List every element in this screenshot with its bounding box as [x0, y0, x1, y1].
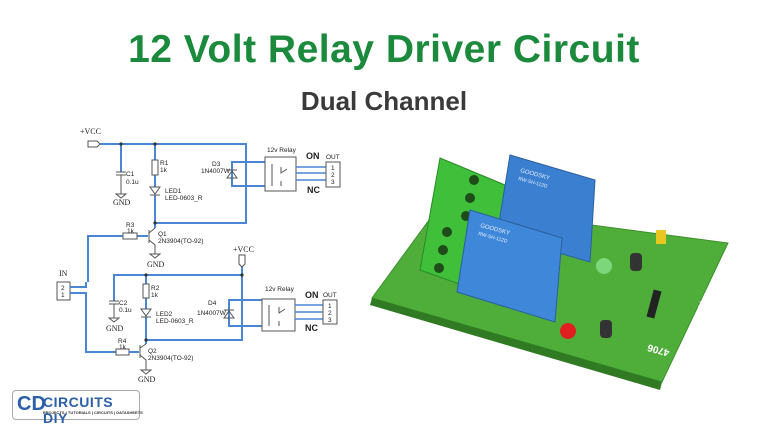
vcc1-port: [87, 140, 101, 148]
d4-value: 1N4007W: [197, 310, 227, 317]
c2-capacitor: [107, 300, 121, 323]
relay1-label: 12v Relay: [267, 147, 297, 154]
vcc2-port: [238, 254, 246, 268]
header-label: VCC: [695, 299, 704, 313]
r3-value: 1k: [127, 228, 135, 235]
pin-label: 3: [331, 179, 335, 186]
d3-diode: [226, 169, 238, 179]
pin-label: 1: [61, 292, 65, 299]
q2-label: Q2: [148, 348, 157, 355]
led1-diode: [149, 186, 161, 196]
pin-label: 1: [331, 165, 335, 172]
out2-connector: [322, 299, 338, 325]
pin-label: 2: [328, 310, 332, 317]
on-label: ON: [305, 290, 319, 300]
led1-label: LED1: [165, 188, 182, 195]
capacitor: [656, 230, 666, 244]
out1-connector: [325, 161, 341, 188]
q2-transistor: [139, 343, 153, 375]
green-led: [596, 258, 612, 274]
on-label: ON: [306, 151, 320, 161]
out-label: OUT: [323, 292, 337, 299]
q1-label: Q1: [158, 231, 167, 238]
q2-value: 2N3904(TO-92): [148, 355, 193, 362]
pin-label: 2: [331, 172, 335, 179]
gnd-label: GND: [138, 375, 156, 384]
d4-label: D4: [208, 300, 217, 307]
r3-resistor: [122, 232, 138, 240]
relay2: [261, 298, 296, 332]
gnd-label: GND: [113, 198, 131, 207]
r2-value: 1k: [151, 292, 159, 299]
c2-label: C2: [119, 300, 128, 307]
led2-value: LED-0603_R: [156, 318, 194, 325]
r2-resistor: [142, 283, 150, 299]
q1-value: 2N3904(TO-92): [158, 238, 203, 245]
r1-resistor: [151, 159, 159, 176]
out-label: OUT: [326, 154, 340, 161]
transistor: [630, 253, 642, 271]
r1-label: R1: [160, 160, 169, 167]
gnd-label: GND: [106, 324, 124, 333]
in-label: IN: [59, 269, 68, 278]
d3-label: D3: [212, 161, 221, 168]
pin-label: 3: [328, 317, 332, 324]
pin-label: 2: [61, 285, 65, 292]
r1-value: 1k: [160, 167, 168, 174]
page-title: 12 Volt Relay Driver Circuit: [128, 28, 640, 71]
d3-value: 1N4007W: [201, 168, 231, 175]
logo-tagline: PROJECTS | TUTORIALS | CIRCUITS | DATASH…: [43, 410, 143, 415]
r4-value: 1k: [119, 344, 127, 351]
relay-board-photo: GOODSKY RW-SH-112D GOODSKY RW-SH-112D 47…: [370, 154, 729, 390]
pin-label: 1: [328, 303, 332, 310]
r3-label: R3: [126, 222, 135, 229]
nc-label: NC: [307, 185, 320, 195]
vcc2-label: +VCC: [233, 245, 254, 254]
d4-diode: [223, 309, 235, 319]
transistor: [600, 320, 612, 338]
nc-label: NC: [305, 323, 318, 333]
logo-name: CIRCUITS DIY: [43, 394, 114, 426]
relay1: [264, 156, 297, 192]
led2-diode: [140, 308, 152, 318]
page-subtitle: Dual Channel: [300, 86, 468, 116]
c2-value: 0.1u: [119, 307, 132, 314]
c1-label: C1: [126, 171, 135, 178]
pin-header: [646, 289, 662, 319]
q1-transistor: [148, 227, 162, 259]
led1-value: LED-0603_R: [165, 195, 203, 202]
in-connector: [56, 281, 71, 301]
r4-label: R4: [118, 338, 127, 345]
c1-capacitor: [114, 171, 128, 199]
red-led: [560, 323, 576, 339]
gnd-label: GND: [147, 260, 165, 269]
logo-mark-icon: CD: [17, 393, 46, 415]
relay-2-photo: GOODSKY RW-SH-112D: [456, 209, 563, 323]
channel-2: +VCC C2 0.1u GND R2 1k LED2 LED-0603_R R…: [106, 245, 338, 384]
channel-1: +VCC C1 0.1u GND R1 1k LED1 LED-0603_R R…: [80, 127, 341, 282]
circuits-diy-logo: CD CIRCUITS DIY PROJECTS | TUTORIALS | C…: [12, 390, 143, 426]
c1-value: 0.1u: [126, 179, 139, 186]
relay2-label: 12v Relay: [265, 286, 295, 293]
vcc1-label: +VCC: [80, 127, 101, 136]
led2-label: LED2: [156, 311, 173, 318]
r2-label: R2: [151, 285, 160, 292]
